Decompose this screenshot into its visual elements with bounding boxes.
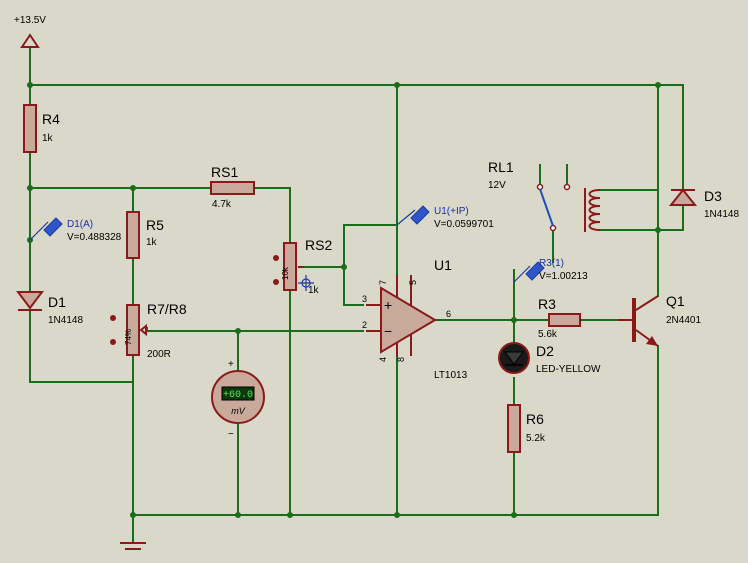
resistor-r3[interactable]: R3 5.6k	[538, 296, 581, 340]
probe-u1ip-name: U1(+IP)	[434, 206, 469, 217]
diode-d3[interactable]: D3 1N4148	[668, 188, 739, 220]
u1-value: LT1013	[434, 370, 468, 381]
opamp-u1[interactable]: + − 3 2 6 7 5 4 8 U1 LT1013	[362, 257, 468, 381]
diode-d1[interactable]: D1 1N4148	[16, 291, 83, 326]
probe-r31-value: V=1.00213	[539, 271, 588, 282]
voltmeter-minus: −	[228, 429, 234, 440]
probe-d1a[interactable]: D1(A) V=0.488328	[29, 217, 122, 243]
r3-value: 5.6k	[538, 329, 558, 340]
r6-value: 5.2k	[526, 433, 546, 444]
rl1-name: RL1	[488, 159, 514, 175]
d2-value: LED-YELLOW	[536, 364, 601, 375]
potentiometer-r7-r8[interactable]: 74% R7/R8 200R	[110, 301, 187, 360]
r78-knob: 74%	[124, 329, 133, 345]
r5-name: R5	[146, 217, 164, 233]
u1-pin3: 3	[362, 294, 367, 304]
u1-pin2: 2	[362, 320, 367, 330]
r78-value: 200R	[147, 349, 171, 360]
u1-pin8: 8	[396, 357, 406, 362]
resistor-r5[interactable]: R5 1k	[126, 211, 164, 259]
q1-value: 2N4401	[666, 315, 701, 326]
r78-decrease-knob[interactable]	[110, 339, 116, 345]
ground-symbol[interactable]	[120, 542, 146, 550]
probe-u1ip[interactable]: U1(+IP) V=0.0599701	[396, 205, 494, 230]
probe-d1a-name: D1(A)	[67, 219, 93, 230]
r5-value: 1k	[146, 237, 158, 248]
rs2-name: RS2	[305, 237, 332, 253]
junctions	[27, 82, 661, 518]
probe-u1ip-value: V=0.0599701	[434, 219, 494, 230]
u1-plus-input: +	[384, 297, 392, 313]
rs2-value: 1k	[308, 285, 320, 296]
u1-name: U1	[434, 257, 452, 273]
d1-name: D1	[48, 294, 66, 310]
d2-name: D2	[536, 343, 554, 359]
probe-r31[interactable]: R3(1) V=1.00213	[513, 258, 588, 283]
power-label: +13.5V	[14, 15, 46, 26]
crosshair-cursor-icon	[298, 275, 314, 291]
resistor-r4[interactable]: R4 1k	[23, 104, 60, 153]
u1-pin6: 6	[446, 309, 451, 319]
potentiometer-rs2[interactable]: 10k RS2 1k	[273, 237, 332, 296]
voltmeter-display	[221, 386, 255, 401]
rs1-value: 4.7k	[212, 199, 232, 210]
d3-name: D3	[704, 188, 722, 204]
u1-pin7: 7	[378, 280, 388, 285]
rs2-knob: 10k	[281, 266, 290, 280]
r4-value: 1k	[42, 133, 54, 144]
u1-pin4: 4	[378, 357, 388, 362]
rs2-decrease-knob[interactable]	[273, 279, 279, 285]
r3-name: R3	[538, 296, 556, 312]
r78-name: R7/R8	[147, 301, 187, 317]
d1-value: 1N4148	[48, 315, 83, 326]
r4-name: R4	[42, 111, 60, 127]
r78-increase-knob[interactable]	[110, 315, 116, 321]
power-terminal[interactable]: +13.5V	[14, 15, 46, 48]
resistor-r6[interactable]: R6 5.2k	[507, 404, 546, 453]
probe-d1a-value: V=0.488328	[67, 232, 122, 243]
voltmeter[interactable]: +60.0 mV + −	[211, 359, 265, 440]
led-d2[interactable]: D2 LED-YELLOW	[498, 342, 601, 375]
rs1-name: RS1	[211, 164, 238, 180]
r6-name: R6	[526, 411, 544, 427]
u1-minus-input: −	[384, 323, 392, 339]
d3-value: 1N4148	[704, 209, 739, 220]
u1-pin5: 5	[408, 280, 418, 285]
transistor-q1[interactable]: Q1 2N4401	[618, 293, 701, 347]
resistor-rs1[interactable]: RS1 4.7k	[210, 164, 255, 210]
relay-rl1[interactable]: RL1 12V	[488, 159, 601, 232]
rl1-value: 12V	[488, 180, 506, 191]
voltmeter-reading: +60.0	[223, 390, 253, 401]
rs2-increase-knob[interactable]	[273, 255, 279, 261]
probe-r31-name: R3(1)	[539, 258, 564, 269]
voltmeter-plus: +	[228, 359, 234, 370]
wires	[29, 46, 684, 544]
q1-name: Q1	[666, 293, 685, 309]
voltmeter-unit: mV	[231, 406, 245, 416]
